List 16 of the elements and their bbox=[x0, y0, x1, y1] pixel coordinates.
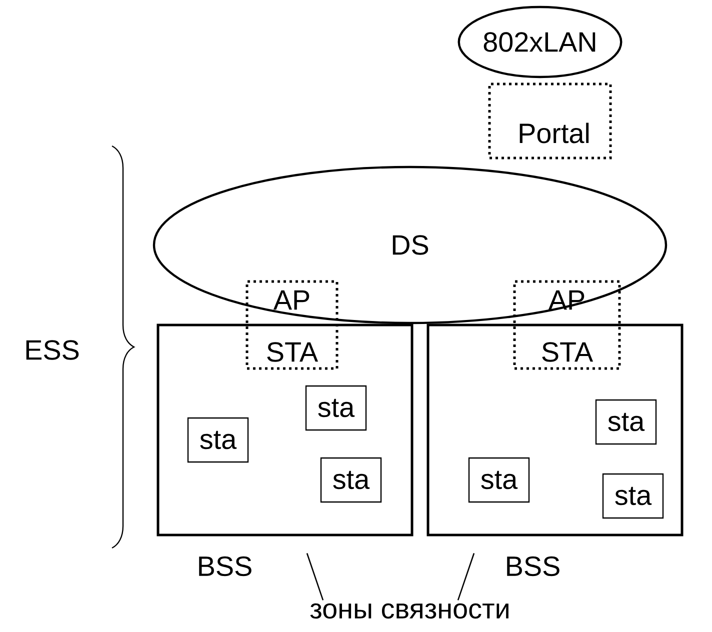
bss-box bbox=[156, 324, 414, 536]
caption-text: зоны связности bbox=[310, 603, 508, 619]
box-label: BSS bbox=[507, 556, 560, 576]
station-box: sta bbox=[305, 385, 367, 431]
bss-box bbox=[426, 324, 684, 536]
leader-line bbox=[306, 553, 324, 600]
station-box: sta bbox=[468, 457, 530, 503]
leader-line bbox=[457, 553, 475, 600]
station-box: sta bbox=[320, 457, 382, 503]
dotted-box: AP STA bbox=[513, 280, 621, 370]
station-box: sta bbox=[595, 399, 657, 445]
dotted-box: Portal bbox=[488, 82, 612, 160]
group-label: ESS bbox=[26, 340, 79, 360]
station-box: sta bbox=[187, 417, 249, 463]
box-label: BSS bbox=[199, 556, 252, 576]
station-box: sta bbox=[602, 473, 664, 519]
